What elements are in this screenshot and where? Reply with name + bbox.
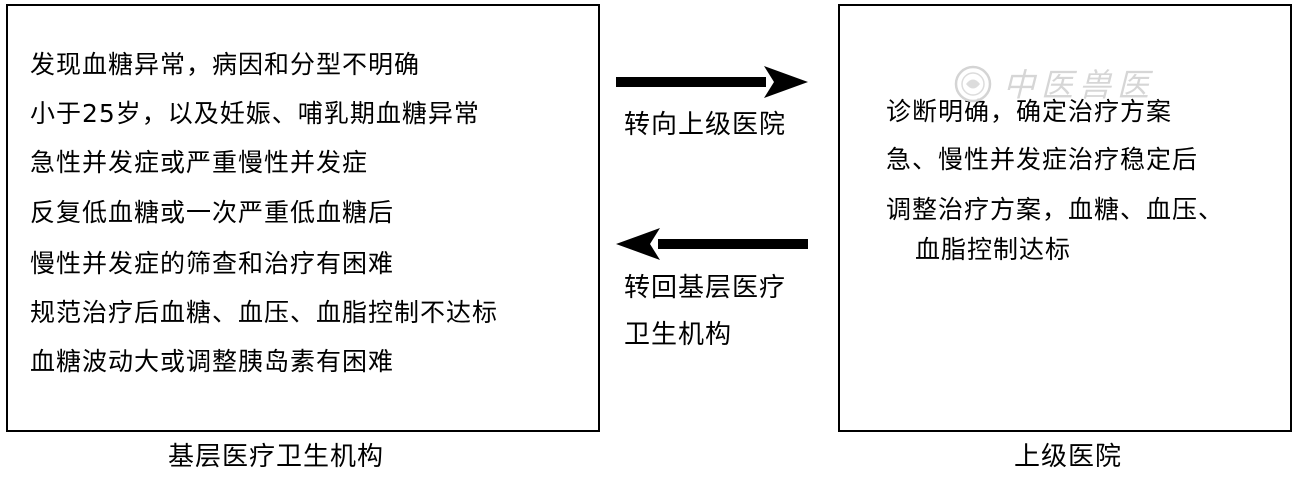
arrow-right-icon [616, 66, 808, 98]
higher-hospital-caption: 上级医院 [1014, 442, 1123, 472]
higher-hospital-box [838, 4, 1292, 432]
primary-care-box [6, 4, 600, 432]
higher-hospital-item: 血脂控制达标 [915, 235, 1072, 264]
primary-care-item: 发现血糖异常，病因和分型不明确 [30, 50, 421, 79]
downward-referral-label-line2: 卫生机构 [624, 320, 733, 350]
seal-icon [954, 65, 992, 103]
arrow-left-icon [616, 228, 808, 260]
higher-hospital-item: 诊断明确，确定治疗方案 [886, 97, 1173, 126]
higher-hospital-item: 急、慢性并发症治疗稳定后 [886, 145, 1199, 174]
watermark-text: 中医兽医 [1003, 66, 1156, 104]
higher-hospital-item: 调整治疗方案，血糖、血压、 [886, 195, 1225, 224]
watermark-logo: 中医兽医 [953, 64, 1243, 106]
primary-care-item: 慢性并发症的筛查和治疗有困难 [30, 249, 395, 278]
upward-referral-label: 转向上级医院 [624, 110, 787, 140]
primary-care-item: 急性并发症或严重慢性并发症 [30, 148, 369, 177]
primary-care-caption: 基层医疗卫生机构 [168, 442, 385, 472]
primary-care-item: 规范治疗后血糖、血压、血脂控制不达标 [30, 298, 499, 327]
primary-care-item: 反复低血糖或一次严重低血糖后 [30, 198, 395, 227]
primary-care-item: 小于25岁，以及妊娠、哺乳期血糖异常 [30, 99, 480, 128]
primary-care-item: 血糖波动大或调整胰岛素有困难 [30, 347, 395, 376]
downward-referral-label-line1: 转回基层医疗 [624, 273, 787, 303]
